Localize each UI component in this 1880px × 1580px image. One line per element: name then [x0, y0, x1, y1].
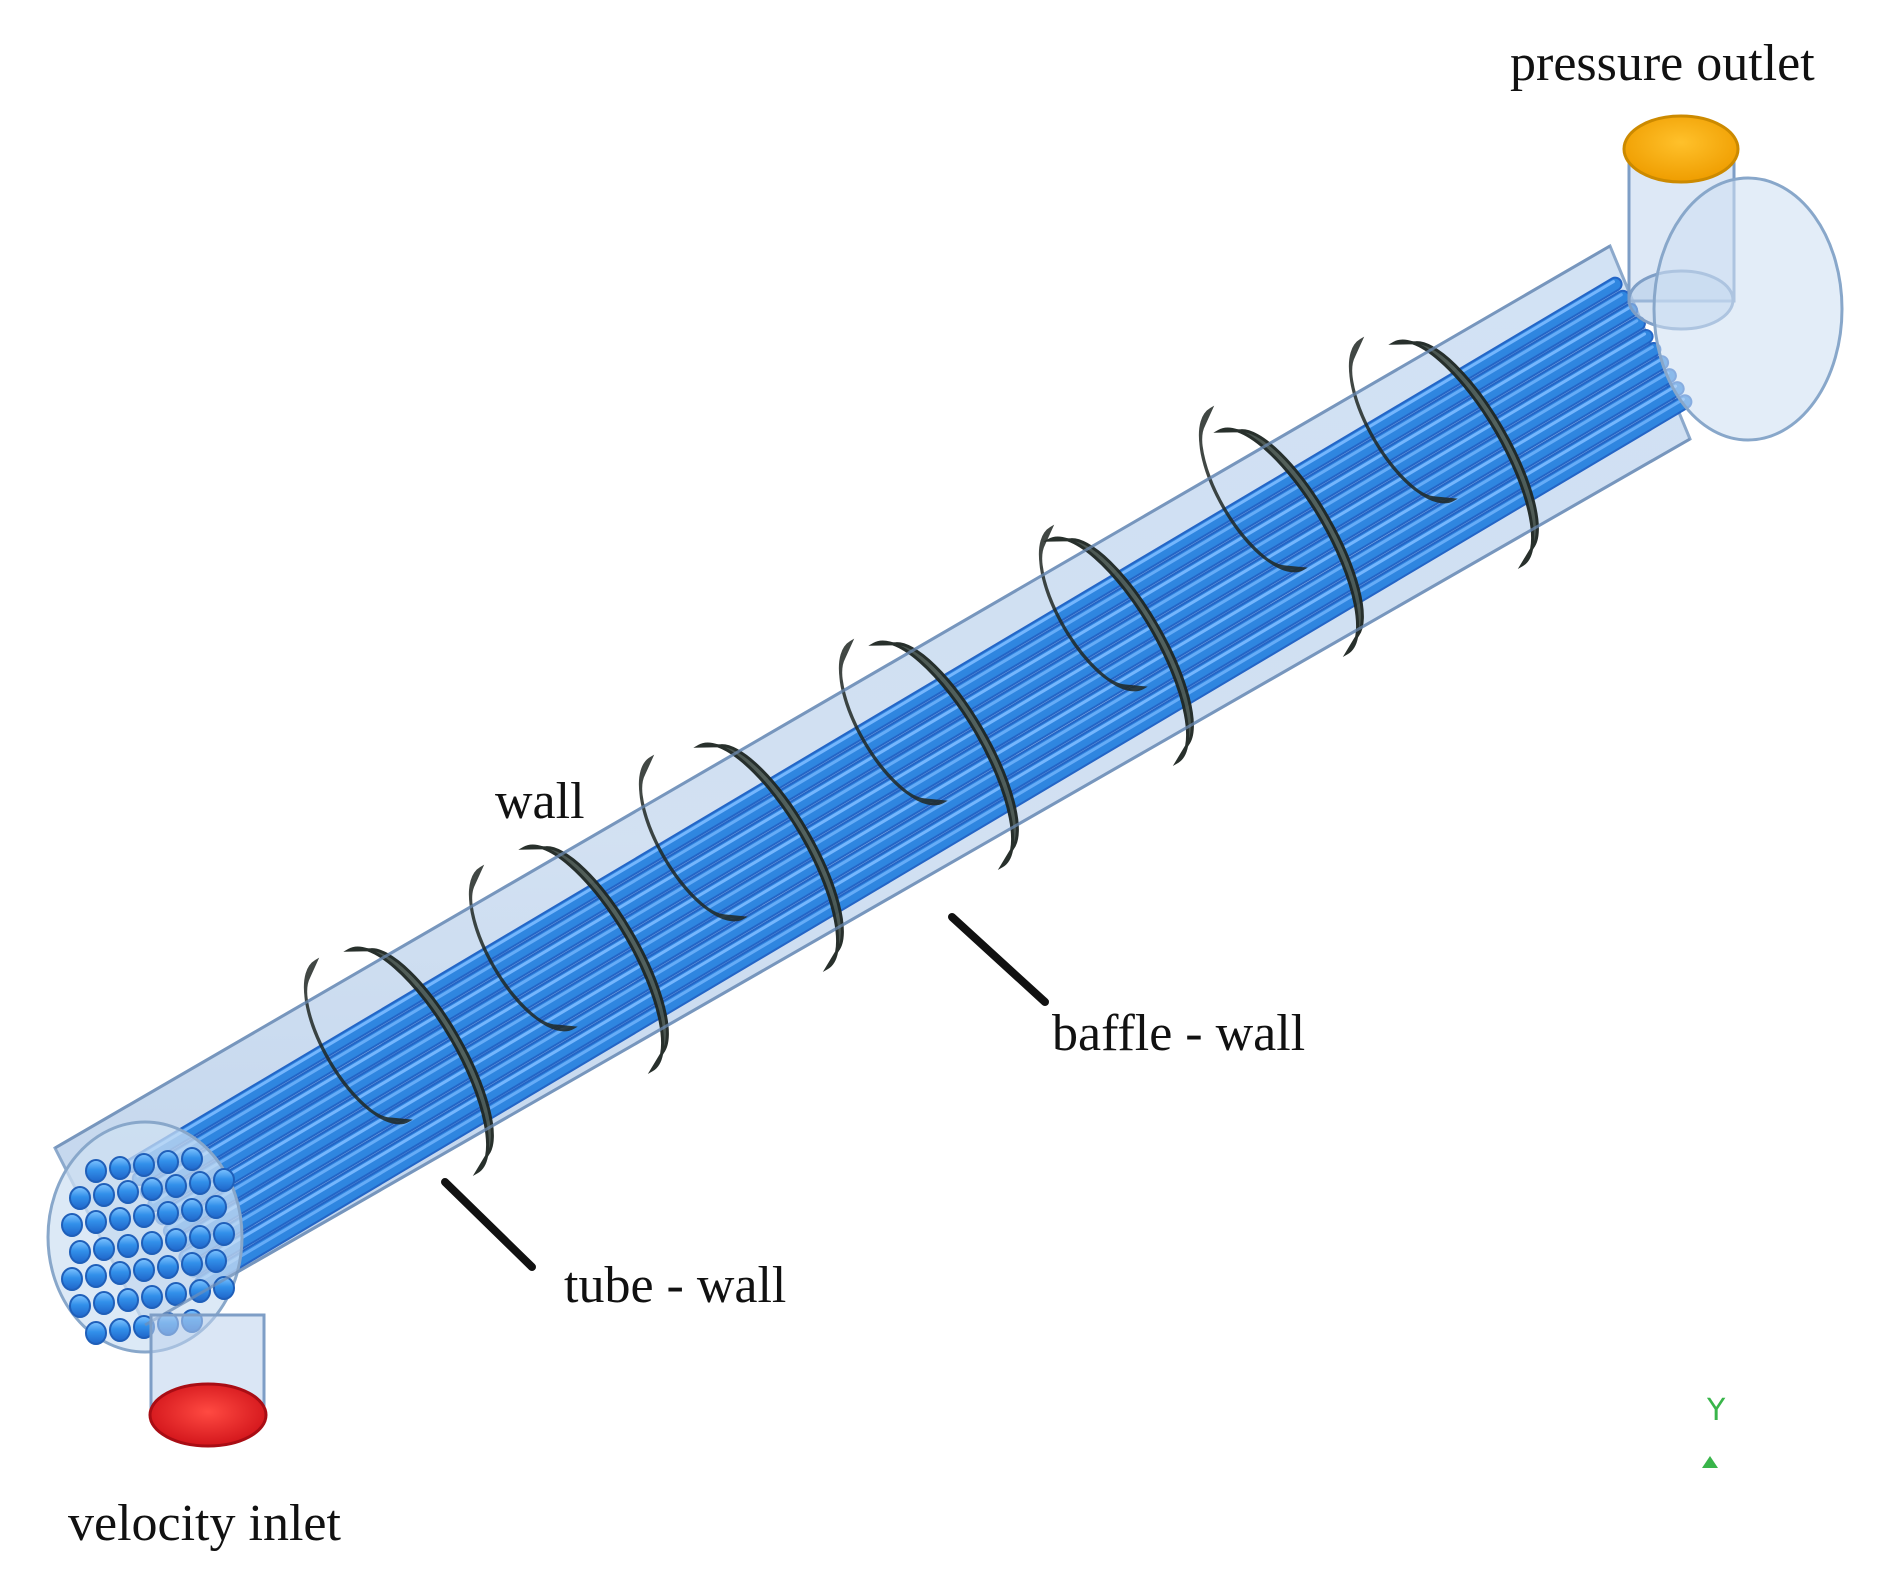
- baffle: [1198, 405, 1308, 573]
- tube-highlight: [159, 332, 1647, 1217]
- tube-highlight: [190, 384, 1678, 1269]
- wall-label: wall: [495, 773, 585, 830]
- tube-end: [189, 1225, 211, 1249]
- tube-highlight: [167, 345, 1654, 1230]
- tube-end: [117, 1180, 139, 1204]
- tube-end: [133, 1153, 155, 1177]
- tube-end: [69, 1186, 91, 1210]
- tube-bundle: [124, 276, 1693, 1291]
- tube: [149, 317, 1644, 1211]
- tube-end: [85, 1264, 107, 1288]
- tube-end: [165, 1282, 187, 1306]
- tube-end: [109, 1318, 131, 1342]
- tube-end: [69, 1294, 91, 1318]
- tube: [157, 331, 1652, 1224]
- tube: [195, 396, 1691, 1289]
- tube-end: [157, 1255, 179, 1279]
- tube-end: [109, 1207, 131, 1231]
- axis-y-arrowhead: [1702, 1456, 1718, 1468]
- velocity-inlet-label: velocity inlet: [68, 1495, 341, 1552]
- tube-end: [85, 1210, 107, 1234]
- baffle: [873, 640, 1019, 868]
- baffle: [303, 957, 413, 1125]
- baffle: [1218, 427, 1364, 655]
- tube-end: [181, 1198, 203, 1222]
- tube: [126, 278, 1621, 1171]
- baffle-set: [303, 336, 1539, 1174]
- leader-lines: [441, 913, 1049, 1271]
- tube-highlight: [144, 306, 1631, 1191]
- tube-end: [157, 1150, 179, 1174]
- tube-end: [213, 1222, 235, 1246]
- tube-end: [165, 1228, 187, 1252]
- tube: [164, 344, 1660, 1237]
- baffle: [1048, 536, 1194, 764]
- tube-end: [93, 1291, 115, 1315]
- tube-end: [93, 1237, 115, 1261]
- tube-end: [205, 1249, 227, 1273]
- baffle: [1348, 336, 1458, 504]
- baffle: [698, 742, 844, 970]
- tube-highlight: [151, 319, 1639, 1204]
- tube-end: [165, 1174, 187, 1198]
- tube-end: [109, 1261, 131, 1285]
- tube-end: [85, 1321, 107, 1345]
- tube-end: [157, 1201, 179, 1225]
- tube-highlight: [182, 371, 1670, 1256]
- tube-end: [109, 1156, 131, 1180]
- tube-end: [117, 1288, 139, 1312]
- shell-outline: [54, 244, 1691, 1327]
- tube-wall-label: tube - wall: [564, 1257, 787, 1314]
- baffle: [348, 946, 494, 1174]
- tube-end: [93, 1183, 115, 1207]
- tube-end: [181, 1252, 203, 1276]
- tube-end: [133, 1204, 155, 1228]
- baffle-leader-line: [948, 913, 1049, 1006]
- tube-end: [213, 1168, 235, 1192]
- tube: [133, 291, 1629, 1184]
- tube-end: [141, 1231, 163, 1255]
- inlet-tube-ends: [61, 1147, 235, 1345]
- tube-end: [141, 1285, 163, 1309]
- axis-y-label: Y: [1707, 1393, 1726, 1428]
- tube-end: [117, 1234, 139, 1258]
- baffle: [1393, 339, 1539, 567]
- tube: [141, 304, 1637, 1198]
- tube: [172, 357, 1668, 1250]
- tube-end: [141, 1177, 163, 1201]
- outlet-end-cap: [1652, 176, 1844, 442]
- tube: [188, 383, 1683, 1276]
- baffle: [468, 864, 578, 1032]
- baffle-wall-label: baffle - wall: [1052, 1005, 1306, 1062]
- baffle: [1038, 524, 1148, 692]
- tube: [180, 370, 1675, 1263]
- axis-triad: [1702, 1456, 1718, 1468]
- tube-end: [61, 1213, 83, 1237]
- tube-end: [189, 1171, 211, 1195]
- tube-highlight: [198, 397, 1685, 1282]
- tube-highlight: [136, 293, 1623, 1178]
- baffle: [523, 844, 669, 1072]
- tube-leader-line: [441, 1178, 536, 1271]
- pressure-outlet-label: pressure outlet: [1510, 35, 1815, 92]
- tube-end: [205, 1195, 227, 1219]
- tube-highlight: [128, 280, 1615, 1165]
- tube-end: [181, 1147, 203, 1171]
- tube-end: [61, 1267, 83, 1291]
- inlet-nozzle: [148, 1313, 268, 1448]
- tube-end: [85, 1159, 107, 1183]
- tube-end: [133, 1258, 155, 1282]
- tube-end: [69, 1240, 91, 1264]
